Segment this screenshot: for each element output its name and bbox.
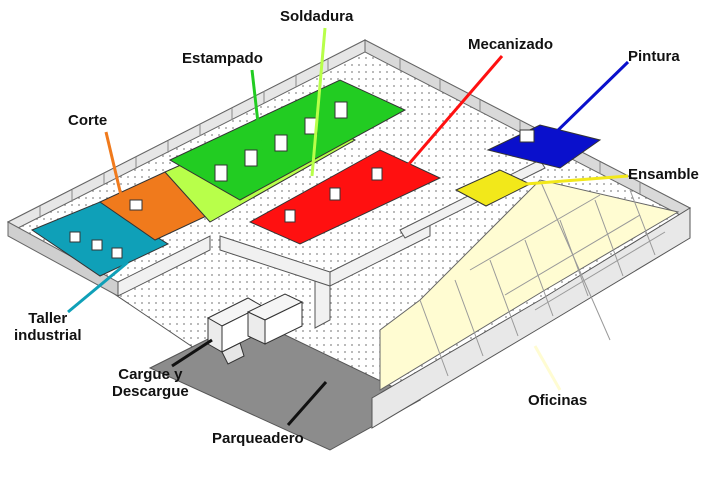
zone-pintura bbox=[486, 124, 602, 169]
pointer-lines bbox=[67, 27, 630, 426]
pointer-taller bbox=[67, 260, 129, 314]
pointer-soldadura bbox=[310, 27, 327, 177]
pointer-corte bbox=[104, 131, 126, 209]
zone-taller bbox=[30, 201, 170, 277]
zone-mecanizado bbox=[248, 149, 442, 245]
label-estampado: Estampado bbox=[182, 50, 263, 67]
pointer-oficinas bbox=[533, 345, 562, 391]
label-oficinas: Oficinas bbox=[528, 392, 588, 409]
offices-block bbox=[371, 179, 691, 429]
pointer-mecanizado bbox=[400, 55, 504, 173]
label-pintura: Pintura bbox=[628, 48, 680, 65]
label-mecanizado: Mecanizado bbox=[468, 36, 554, 53]
pointer-pintura bbox=[548, 60, 630, 140]
label-corte: Corte bbox=[68, 112, 108, 129]
label-parqueadero: Parqueadero bbox=[212, 430, 304, 447]
label-ensamble: Ensamble bbox=[628, 166, 699, 183]
pointer-ensamble bbox=[499, 174, 629, 188]
pointer-estampado bbox=[250, 69, 264, 159]
label-cargue-descargue: Cargue y Descargue bbox=[112, 366, 189, 400]
zone-soldadura bbox=[168, 79, 407, 201]
label-taller-industrial: Taller industrial bbox=[14, 310, 82, 344]
pointer-parqueadero bbox=[286, 381, 328, 426]
truck-2 bbox=[246, 293, 304, 345]
label-soldadura: Soldadura bbox=[280, 8, 354, 25]
pointer-cargue bbox=[171, 338, 213, 368]
